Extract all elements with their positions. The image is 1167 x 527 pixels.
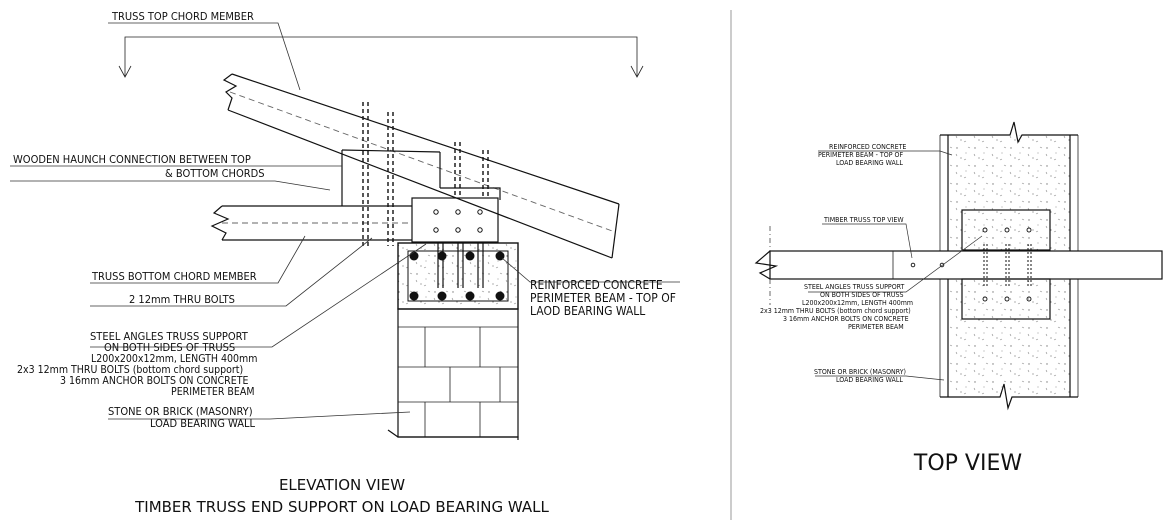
label-bottom-chord: TRUSS BOTTOM CHORD MEMBER bbox=[91, 270, 257, 283]
top-label-steel-line2: ON BOTH SIDES OF TRUSS bbox=[820, 291, 904, 299]
label-masonry-line2: LOAD BEARING WALL bbox=[150, 417, 256, 430]
label-thru-bolts: 2 12mm THRU BOLTS bbox=[129, 293, 235, 306]
leader-lines bbox=[10, 22, 680, 420]
elevation-labels: TRUSS TOP CHORD MEMBER WOODEN HAUNCH CON… bbox=[13, 10, 676, 430]
thru-bolts bbox=[362, 102, 489, 246]
label-steel-line1: STEEL ANGLES TRUSS SUPPORT bbox=[90, 330, 249, 343]
top-view: REINFORCED CONCRETE PERIMETER BEAM - TOP… bbox=[754, 121, 1163, 476]
top-chord-member bbox=[222, 73, 620, 259]
top-label-steel-line5: 3 16mm ANCHOR BOLTS ON CONCRETE bbox=[783, 315, 909, 323]
concrete-perimeter-beam bbox=[397, 242, 519, 310]
label-steel-line6: PERIMETER BEAM bbox=[171, 386, 255, 398]
label-steel-line4: 2x3 12mm THRU BOLTS (bottom chord suppor… bbox=[17, 364, 243, 376]
label-steel-line2: ON BOTH SIDES OF TRUSS bbox=[104, 341, 235, 354]
top-label-masonry-line1: STONE OR BRICK (MASONRY) bbox=[814, 368, 906, 376]
elevation-subcaption: TIMBER TRUSS END SUPPORT ON LOAD BEARING… bbox=[134, 498, 549, 516]
top-label-beam-line1: REINFORCED CONCRETE bbox=[829, 143, 906, 151]
label-masonry-line1: STONE OR BRICK (MASONRY) bbox=[108, 405, 253, 418]
label-beam-line3: LAOD BEARING WALL bbox=[530, 304, 645, 318]
top-steel-plates bbox=[961, 209, 1051, 320]
steel-angle-plate bbox=[411, 197, 499, 243]
label-steel-line3: L200x200x12mm, LENGTH 400mm bbox=[91, 353, 257, 365]
top-view-caption: TOP VIEW bbox=[913, 451, 1022, 476]
top-label-steel-line3: L200x200x12mm, LENGTH 400mm bbox=[802, 299, 913, 307]
label-beam-line1: REINFORCED CONCRETE bbox=[530, 278, 663, 292]
label-steel-line5: 3 16mm ANCHOR BOLTS ON CONCRETE bbox=[60, 375, 248, 387]
top-label-truss: TIMBER TRUSS TOP VIEW bbox=[823, 216, 904, 224]
top-label-steel-line4: 2x3 12mm THRU BOLTS (bottom chord suppor… bbox=[760, 307, 911, 315]
timber-truss bbox=[754, 226, 1163, 305]
elevation-caption: ELEVATION VIEW bbox=[279, 476, 405, 494]
top-label-beam-line3: LOAD BEARING WALL bbox=[836, 159, 903, 167]
bottom-chord-member bbox=[210, 205, 412, 241]
load-arrows bbox=[118, 36, 644, 78]
top-label-steel-line1: STEEL ANGLES TRUSS SUPPORT bbox=[804, 283, 905, 291]
label-haunch-line1: WOODEN HAUNCH CONNECTION BETWEEN TOP bbox=[13, 153, 251, 166]
top-label-masonry-line2: LOAD BEARING WALL bbox=[836, 376, 903, 384]
top-label-beam-line2: PERIMETER BEAM - TOP OF bbox=[818, 151, 903, 159]
elevation-view: TRUSS TOP CHORD MEMBER WOODEN HAUNCH CON… bbox=[10, 10, 680, 516]
top-labels: REINFORCED CONCRETE PERIMETER BEAM - TOP… bbox=[760, 143, 913, 384]
label-top-chord: TRUSS TOP CHORD MEMBER bbox=[111, 10, 254, 23]
label-beam-line2: PERIMETER BEAM - TOP OF bbox=[530, 291, 676, 305]
masonry-wall bbox=[387, 308, 519, 440]
label-haunch-line2: & BOTTOM CHORDS bbox=[165, 167, 265, 180]
top-leader-lines bbox=[808, 150, 983, 381]
top-label-steel-line6: PERIMETER BEAM bbox=[848, 323, 904, 331]
